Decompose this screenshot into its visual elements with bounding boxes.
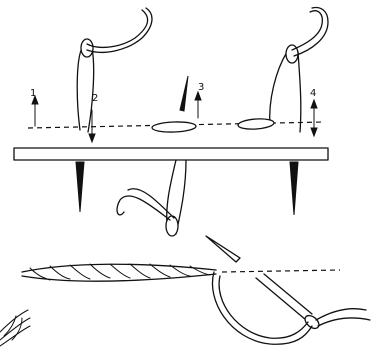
step-2-label: 2 (92, 93, 98, 104)
needle-middle-tip (180, 76, 188, 111)
needle-left (76, 8, 152, 212)
stitch-mark-right (238, 118, 275, 130)
step-3-label: 3 (198, 82, 204, 93)
step-4-marker: 4 (310, 88, 317, 136)
needle-right (270, 8, 328, 215)
twisted-stitch-panel (0, 236, 370, 346)
braided-end (0, 310, 30, 346)
running-stitch-panel: 1 2 3 4 (14, 8, 328, 236)
needle-tip-left (76, 162, 84, 212)
needle-bottom (212, 272, 370, 344)
fabric-strip (14, 148, 328, 160)
stitch-path-bottom (222, 270, 340, 272)
needle-tip-right (290, 162, 298, 215)
step-3-marker: 3 (195, 82, 204, 118)
needle-bottom-tip (206, 236, 240, 262)
arrow-down-icon (89, 134, 95, 142)
stitch-mark-middle (152, 121, 196, 133)
arrow-up-icon (195, 92, 201, 100)
step-1-marker: 1 (30, 88, 38, 126)
step-4-label: 4 (310, 88, 316, 99)
arrow-up-icon (311, 100, 317, 108)
needle-under (117, 160, 186, 236)
arrow-down-icon (311, 128, 317, 136)
